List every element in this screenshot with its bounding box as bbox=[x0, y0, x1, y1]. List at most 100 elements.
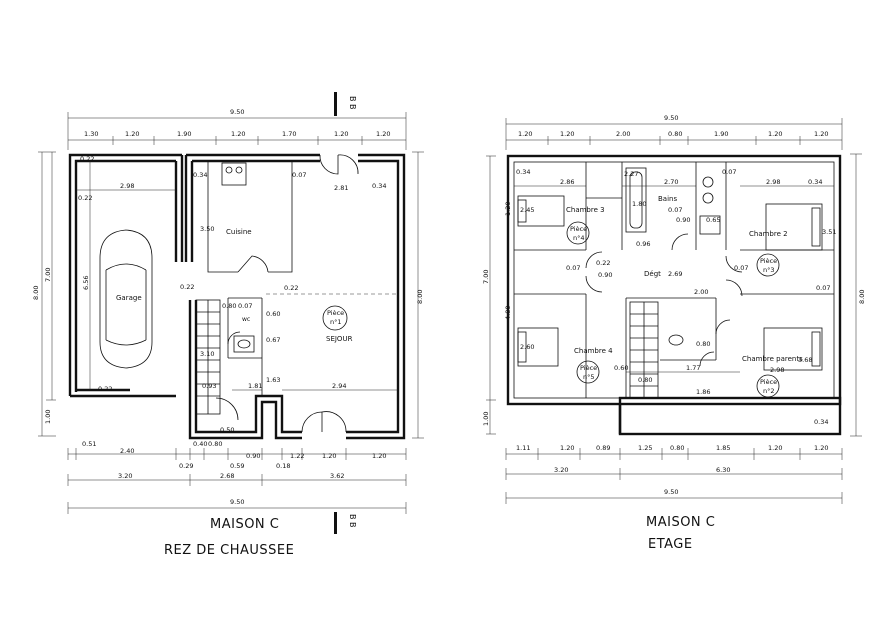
room-label-chp: Chambre parents bbox=[742, 355, 803, 363]
piece-badge-1: Pièce n°1 bbox=[322, 305, 348, 331]
dim-u-top-1: 1.20 bbox=[518, 130, 532, 138]
dim-u-b-125: 1.25 bbox=[638, 444, 652, 452]
dim-s022a: 0.22 bbox=[180, 283, 194, 291]
dim-u-left-a: 7.00 bbox=[482, 270, 490, 284]
room-label-cuisine: Cuisine bbox=[226, 228, 252, 236]
room-label-ch4: Chambre 4 bbox=[574, 347, 613, 355]
dim-b-018: 0.18 bbox=[276, 462, 290, 470]
dim-b-120b: 1.20 bbox=[372, 452, 386, 460]
ground-title: MAISON C bbox=[210, 517, 279, 532]
dim-s163: 1.63 bbox=[266, 376, 280, 384]
dim-b-029: 0.29 bbox=[179, 462, 193, 470]
dim-s007: 0.07 bbox=[238, 302, 252, 310]
dim-top-7: 1.20 bbox=[376, 130, 390, 138]
dim-u180: 1.80 bbox=[632, 200, 646, 208]
ground-right-dimensions: 8.00 bbox=[412, 151, 424, 439]
dim-b-080: 0.80 bbox=[208, 440, 222, 448]
piece-badge-2: Pièce n°2 bbox=[756, 374, 780, 398]
dim-k034: 0.34 bbox=[193, 171, 207, 179]
dim-u034a: 0.34 bbox=[516, 168, 530, 176]
dim-u060: 0.60 bbox=[614, 364, 628, 372]
ground-left-dimensions: 8.00 7.00 1.00 bbox=[32, 151, 56, 437]
dim-s294: 2.94 bbox=[332, 382, 346, 390]
room-label-sejour: SEJOUR bbox=[326, 335, 353, 343]
piece-badge-4-num: n°4 bbox=[573, 234, 585, 242]
upper-interior-dimensions: 0.34 2.86 2.27 2.70 0.07 2.98 0.34 2.45 … bbox=[514, 168, 836, 426]
room-label-bains: Bains bbox=[658, 195, 677, 203]
dim-b-268: 2.68 bbox=[220, 472, 234, 480]
dim-u186: 1.86 bbox=[696, 388, 710, 396]
piece-badge-5-label: Pièce bbox=[580, 364, 597, 372]
dim-garage-h: 6.56 bbox=[82, 276, 90, 290]
dim-left-a: 7.00 bbox=[44, 268, 52, 282]
dim-u270: 2.70 bbox=[664, 178, 678, 186]
section-mark-top-label: B B bbox=[348, 96, 357, 110]
dim-u007c: 0.07 bbox=[566, 264, 580, 272]
room-label-degt: Dégt bbox=[644, 270, 661, 278]
ground-bottom-dimensions: 0.51 2.40 0.29 0.40 0.80 0.59 0.90 0.18 … bbox=[67, 440, 407, 514]
dim-u286: 2.86 bbox=[560, 178, 574, 186]
dim-u007b: 0.07 bbox=[668, 206, 682, 214]
dim-top-total: 9.50 bbox=[230, 108, 244, 116]
dim-b-040: 0.40 bbox=[193, 440, 207, 448]
dim-u-b-185: 1.85 bbox=[716, 444, 730, 452]
upper-bottom-dimensions: 1.11 1.20 0.89 1.25 0.80 1.85 1.20 1.20 … bbox=[505, 444, 843, 504]
piece-badge-5-num: n°5 bbox=[583, 373, 595, 381]
dim-g022b: 0.22 bbox=[78, 194, 92, 202]
dim-s050: 0.50 bbox=[220, 426, 234, 434]
dim-u-b-630: 6.30 bbox=[716, 466, 730, 474]
dim-u-top-7: 1.20 bbox=[814, 130, 828, 138]
dim-u298b: 2.98 bbox=[770, 366, 784, 374]
dim-top-2: 1.20 bbox=[125, 130, 139, 138]
kitchen-sink bbox=[221, 162, 247, 186]
dim-u245: 2.45 bbox=[520, 206, 534, 214]
dim-u177: 1.77 bbox=[686, 364, 700, 372]
dim-u-b-089: 0.89 bbox=[596, 444, 610, 452]
dim-u065: 0.65 bbox=[706, 216, 720, 224]
upper-top-dimensions: 9.50 1.20 1.20 2.00 0.80 1.90 1.20 1.20 bbox=[505, 114, 843, 150]
dim-b-950: 9.50 bbox=[230, 498, 244, 506]
dim-u-b-120c: 1.20 bbox=[814, 444, 828, 452]
dim-top-4: 1.20 bbox=[231, 130, 245, 138]
dim-u368: 3.68 bbox=[798, 356, 812, 364]
dim-u-top-6: 1.20 bbox=[768, 130, 782, 138]
dim-u-b-320: 3.20 bbox=[554, 466, 568, 474]
dim-s310: 3.10 bbox=[200, 350, 214, 358]
section-mark-bottom: B B bbox=[334, 512, 357, 534]
room-label-wc: wc bbox=[242, 316, 250, 323]
wc-fixture bbox=[233, 335, 255, 353]
dim-u007e: 0.07 bbox=[816, 284, 830, 292]
dim-u-right-total: 8.00 bbox=[858, 290, 866, 304]
dim-b-320: 3.20 bbox=[118, 472, 132, 480]
dim-u007: 0.07 bbox=[722, 168, 736, 176]
piece-badge-4: Pièce n°4 bbox=[566, 221, 590, 245]
piece-badge-5: Pièce n°5 bbox=[576, 360, 600, 384]
dim-u260: 2.60 bbox=[520, 343, 534, 351]
ground-walls bbox=[68, 153, 406, 440]
dim-u090b: 0.90 bbox=[598, 271, 612, 279]
dim-u351: 3.51 bbox=[822, 228, 836, 236]
upper-title: MAISON C bbox=[646, 515, 715, 530]
dim-b-122: 1.22 bbox=[290, 452, 304, 460]
dim-u-top-4: 0.80 bbox=[668, 130, 682, 138]
dim-b-240: 2.40 bbox=[120, 447, 134, 455]
piece-badge-1-label: Pièce bbox=[327, 309, 344, 317]
dim-g022a: 0.22 bbox=[80, 155, 94, 163]
dim-u022: 0.22 bbox=[596, 259, 610, 267]
ground-stairs bbox=[195, 299, 221, 415]
bathroom-fixtures bbox=[625, 167, 721, 346]
dim-u080b: 0.80 bbox=[638, 376, 652, 384]
dim-k034b: 0.34 bbox=[372, 182, 386, 190]
dim-b-090: 0.90 bbox=[246, 452, 260, 460]
dim-u-top-total: 9.50 bbox=[664, 114, 678, 122]
dim-b-059: 0.59 bbox=[230, 462, 244, 470]
dim-k007: 0.07 bbox=[292, 171, 306, 179]
dim-u034c: 0.34 bbox=[814, 418, 828, 426]
dim-u096: 0.96 bbox=[636, 240, 650, 248]
dim-u080: 0.80 bbox=[696, 340, 710, 348]
dim-u-b-950: 9.50 bbox=[664, 488, 678, 496]
room-label-ch3: Chambre 3 bbox=[566, 206, 605, 214]
dim-s060: 0.60 bbox=[266, 310, 280, 318]
dim-g022c: 0.22 bbox=[98, 385, 112, 393]
piece-badge-3-label: Pièce bbox=[760, 257, 777, 265]
